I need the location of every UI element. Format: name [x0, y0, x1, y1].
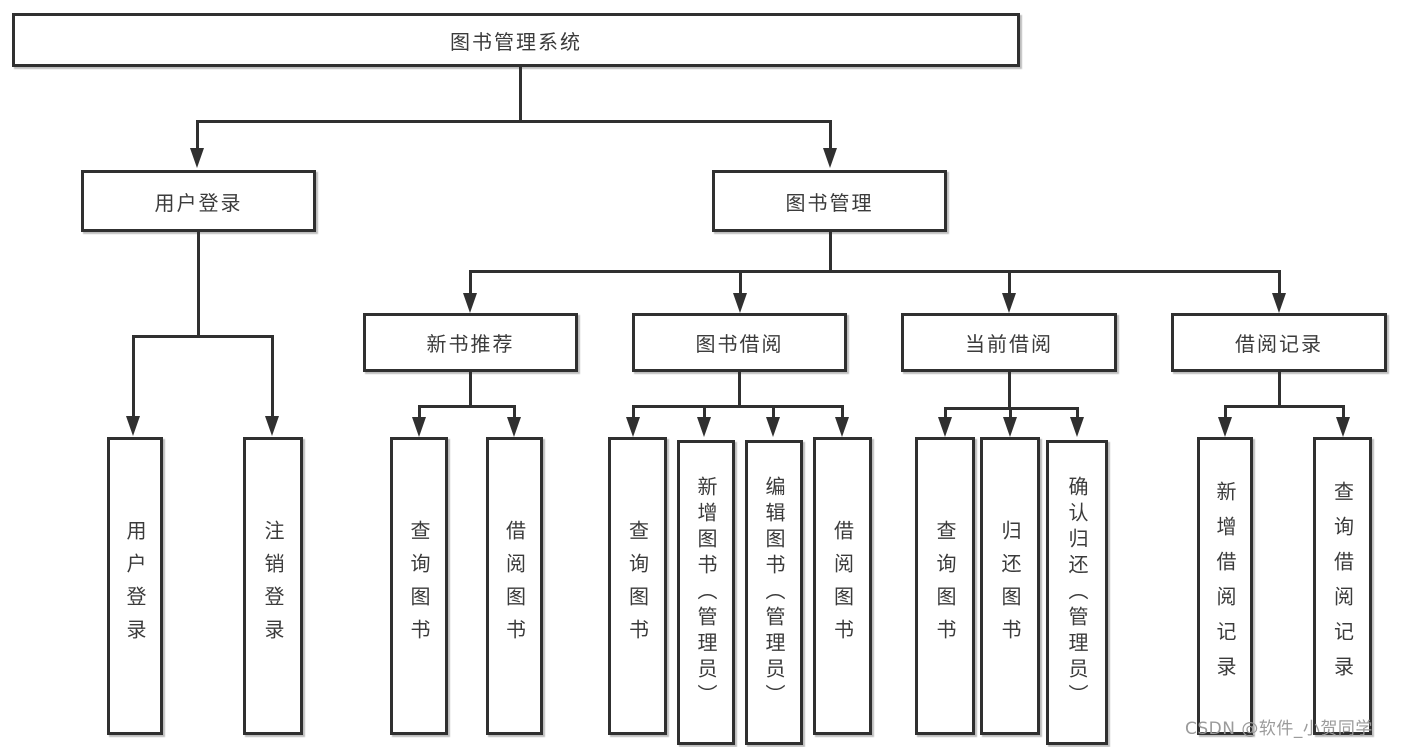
arrowhead-down-icon: [766, 417, 780, 437]
connector-line: [197, 232, 200, 335]
connector-line: [632, 405, 635, 419]
node-query-borrow-record: 查询借阅记录: [1313, 437, 1372, 735]
node-current-borrow: 当前借阅: [901, 313, 1117, 372]
connector-line: [1278, 270, 1281, 295]
arrowhead-down-icon: [126, 416, 140, 436]
arrowhead-down-icon: [835, 417, 849, 437]
connector-line: [1342, 405, 1345, 419]
arrowhead-down-icon: [463, 293, 477, 313]
arrowhead-down-icon: [1070, 417, 1084, 437]
node-root: 图书管理系统: [12, 13, 1020, 67]
connector-line: [632, 405, 844, 408]
node-edit-book-admin: 编辑图书（管理员）: [745, 440, 803, 745]
connector-line: [418, 405, 516, 408]
connector-line: [1278, 372, 1281, 405]
connector-line: [944, 407, 947, 419]
arrowhead-down-icon: [1336, 417, 1350, 437]
arrowhead-down-icon: [265, 416, 279, 436]
arrowhead-down-icon: [1002, 293, 1016, 313]
connector-line: [1009, 407, 1012, 419]
arrowhead-down-icon: [1003, 417, 1017, 437]
connector-line: [829, 232, 832, 270]
arrowhead-down-icon: [697, 417, 711, 437]
node-add-borrow-record: 新增借阅记录: [1197, 437, 1253, 735]
connector-line: [829, 120, 832, 150]
arrowhead-down-icon: [823, 148, 837, 168]
node-borrow-books-recommend: 借阅图书: [486, 437, 543, 735]
connector-line: [469, 270, 1281, 273]
node-book-borrow: 图书借阅: [632, 313, 847, 372]
connector-line: [738, 372, 741, 405]
arrowhead-down-icon: [626, 417, 640, 437]
connector-line: [1224, 405, 1227, 419]
arrowhead-down-icon: [1218, 417, 1232, 437]
connector-line: [739, 270, 742, 295]
connector-line: [1224, 405, 1345, 408]
connector-line: [196, 120, 832, 123]
node-query-books-current: 查询图书: [915, 437, 975, 735]
connector-line: [132, 335, 274, 338]
connector-line: [132, 335, 135, 418]
connector-line: [469, 270, 472, 295]
connector-line: [1076, 407, 1079, 419]
connector-line: [772, 405, 775, 419]
node-borrow-records: 借阅记录: [1171, 313, 1387, 372]
node-user-login: 用户登录: [81, 170, 316, 232]
arrowhead-down-icon: [190, 148, 204, 168]
connector-line: [841, 405, 844, 419]
watermark: CSDN @软件_小贺同学: [1185, 719, 1373, 739]
node-logout: 注销登录: [243, 437, 303, 735]
connector-line: [469, 372, 472, 405]
connector-line: [418, 405, 421, 419]
node-book-management: 图书管理: [712, 170, 947, 232]
connector-line: [513, 405, 516, 419]
arrowhead-down-icon: [507, 417, 521, 437]
connector-line: [271, 335, 274, 418]
arrowhead-down-icon: [412, 417, 426, 437]
node-new-book-recommend: 新书推荐: [363, 313, 578, 372]
node-query-books-recommend: 查询图书: [390, 437, 448, 735]
node-borrow-books-borrow: 借阅图书: [813, 437, 872, 735]
connector-line: [1008, 270, 1011, 295]
arrowhead-down-icon: [733, 293, 747, 313]
node-return-book: 归还图书: [980, 437, 1040, 735]
connector-line: [196, 120, 199, 150]
node-confirm-return-admin: 确认归还（管理员）: [1046, 440, 1108, 745]
node-add-book-admin: 新增图书（管理员）: [677, 440, 735, 745]
connector-line: [703, 405, 706, 419]
node-user-login-leaf: 用户登录: [107, 437, 163, 735]
node-query-books-borrow: 查询图书: [608, 437, 667, 735]
connector-line: [1008, 372, 1011, 407]
arrowhead-down-icon: [1272, 293, 1286, 313]
connector-line: [519, 67, 522, 120]
arrowhead-down-icon: [938, 417, 952, 437]
